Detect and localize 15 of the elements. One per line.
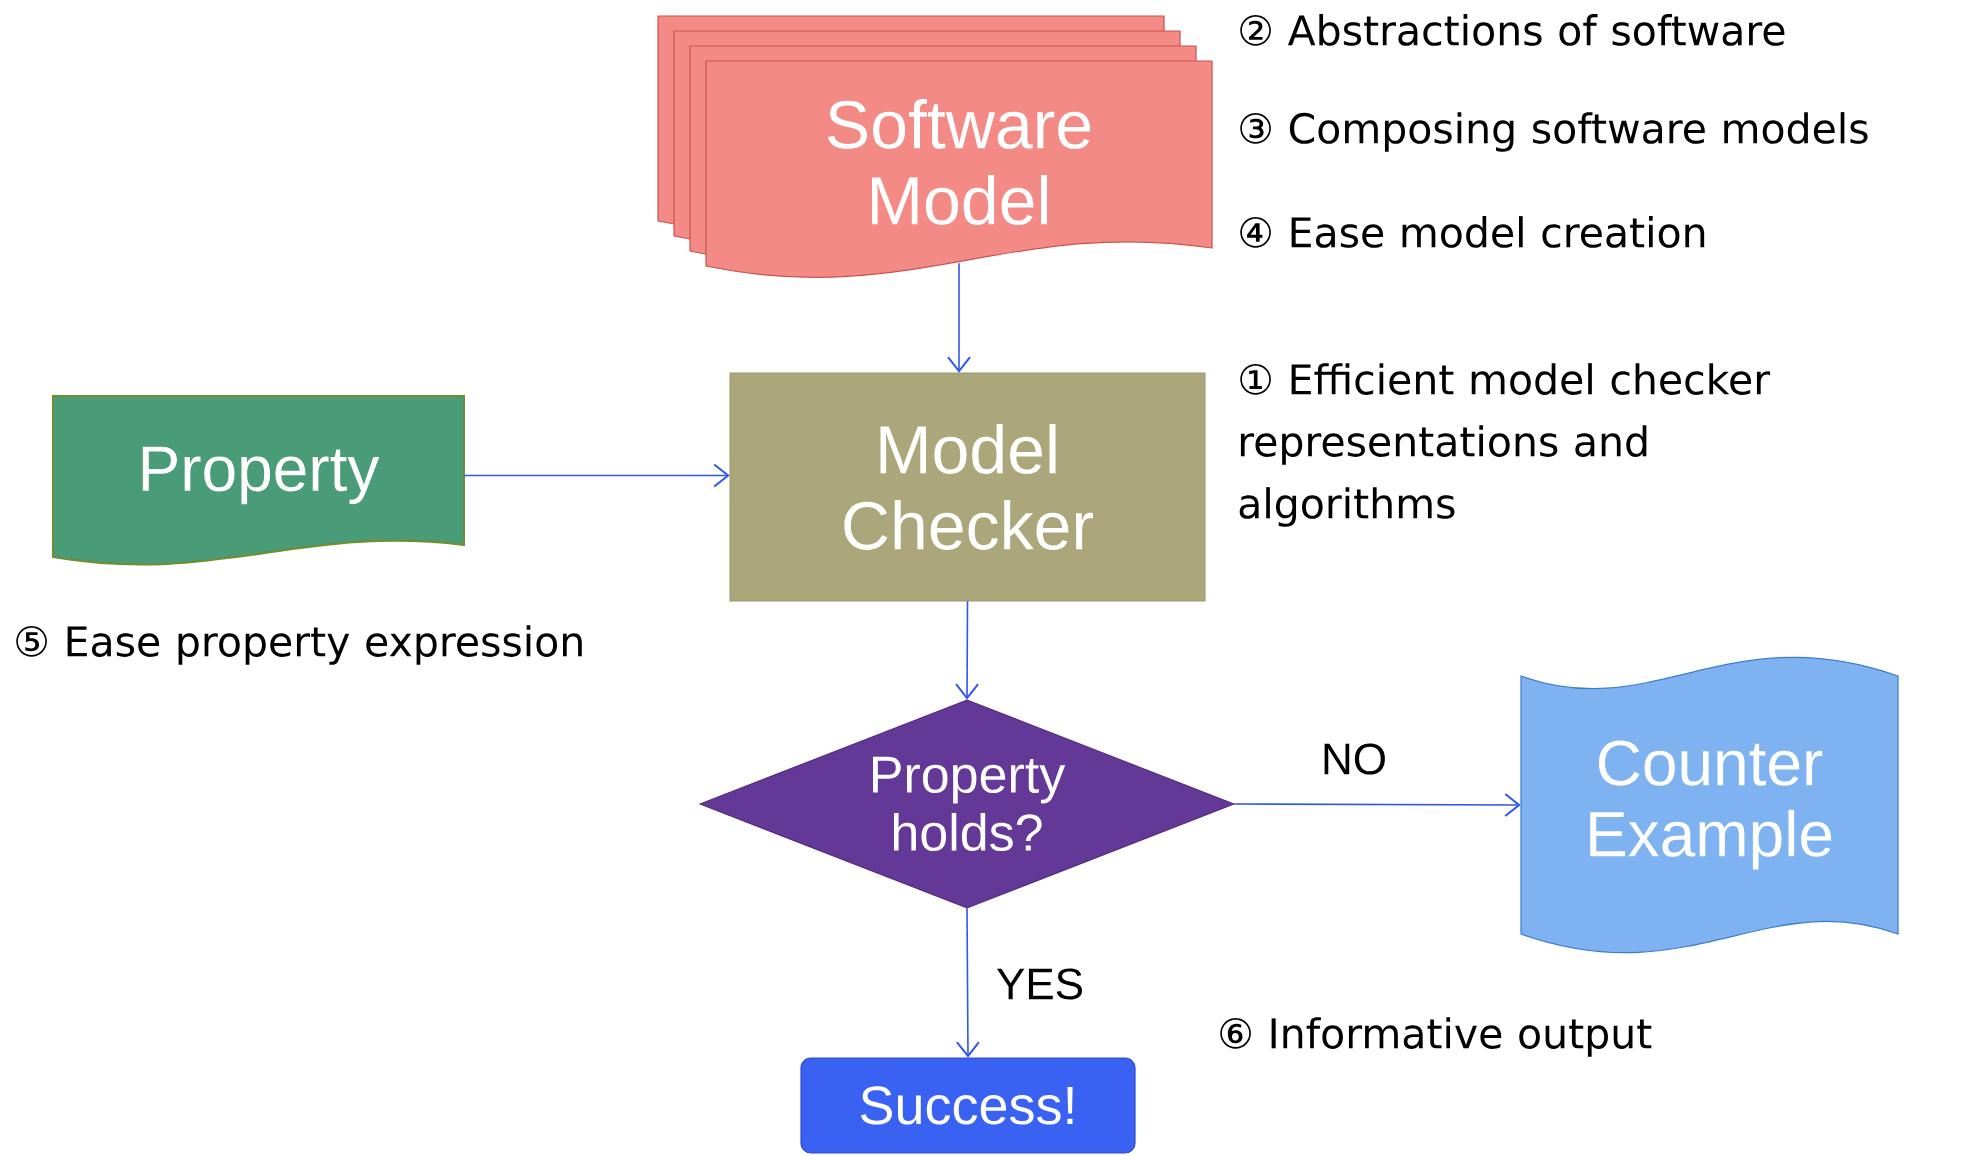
arrow <box>955 907 980 1058</box>
note-text: ② Abstractions of software <box>1240 14 1785 46</box>
process-box: Model Checker <box>729 372 1206 602</box>
arrow <box>463 463 730 488</box>
terminal-box: Success! <box>800 1057 1136 1154</box>
note-text: ⑥ Informative output <box>1220 1017 1652 1057</box>
arrow <box>1233 792 1521 817</box>
arrow <box>947 262 971 373</box>
note-text: ③ Composing software models <box>1240 112 1868 152</box>
arrow <box>955 600 980 700</box>
document-stack: Software Model <box>657 15 1213 278</box>
note-text: ⑤ Ease property expression <box>16 625 582 665</box>
edge-label: YES <box>993 965 1088 1003</box>
edge-label: NO <box>1318 740 1390 778</box>
note-text: ④ Ease model creation <box>1240 216 1705 248</box>
